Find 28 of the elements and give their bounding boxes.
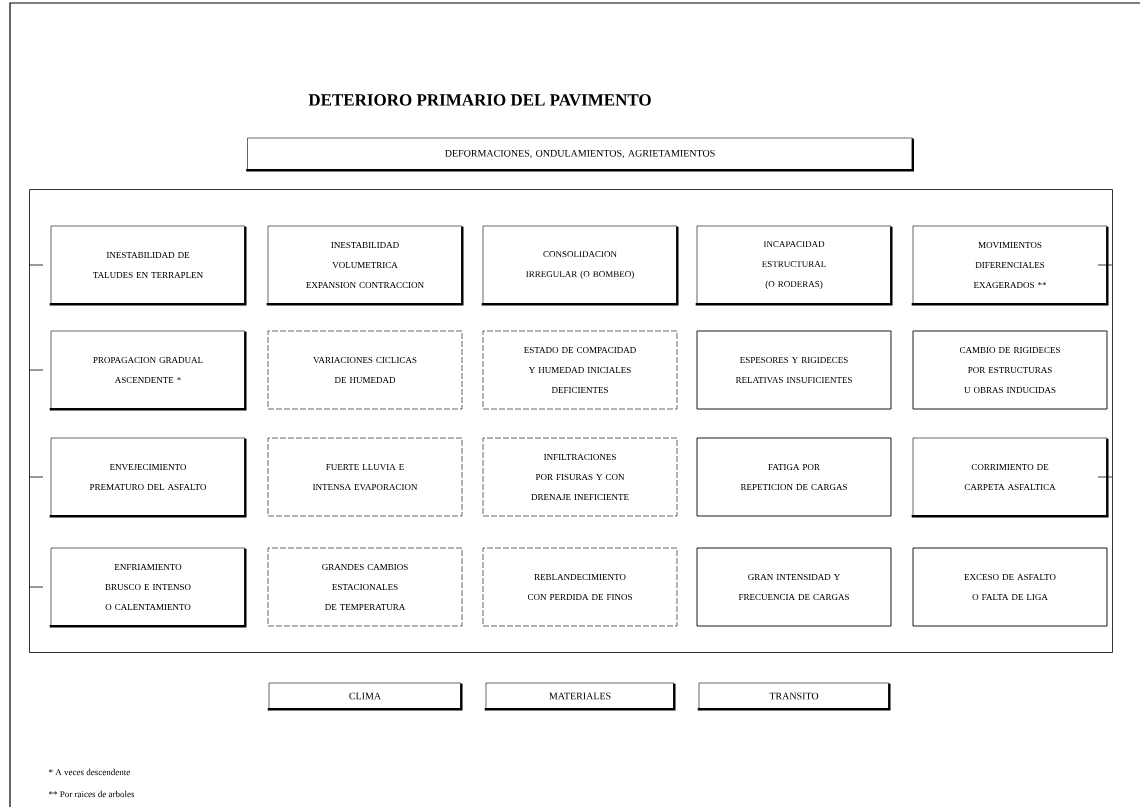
cause-box: INESTABILIDAD DE TALUDES EN TERRAPLEN	[49, 225, 247, 306]
cause-box: ESTADO DE COMPACIDAD Y HUMEDAD INICIALES DEFICIENTES	[482, 330, 678, 410]
cause-box: REBLANDECIMIENTO CON PERDIDA DE FINOS	[482, 547, 678, 627]
cause-box: EXCESO DE ASFALTO O FALTA DE LIGA	[912, 547, 1108, 627]
cause-box: INFILTRACIONES POR FISURAS Y CON DRENAJE INEFICIENTE	[482, 437, 678, 517]
cause-box: MOVIMIENTOS DIFERENCIALES EXAGERADOS **	[911, 225, 1109, 306]
cause-box: FATIGA POR REPETICION DE CARGAS	[696, 437, 892, 517]
cause-box: GRAN INTENSIDAD Y FRECUENCIA DE CARGAS	[696, 547, 892, 627]
group-frame	[29, 189, 1113, 653]
cause-box: GRANDES CAMBIOS ESTACIONALES DE TEMPERATURA	[267, 547, 463, 627]
cause-box: CORRIMIENTO DE CARPETA ASFALTICA	[911, 437, 1109, 518]
cause-box: VARIACIONES CICLICAS DE HUMEDAD	[267, 330, 463, 410]
cause-box: INCAPACIDAD ESTRUCTURAL (O RODERAS)	[695, 225, 893, 306]
cause-box: ENVEJECIMIENTO PREMATURO DEL ASFALTO	[49, 437, 247, 518]
cause-box: ENFRIAMIENTO BRUSCO E INTENSO O CALENTAMIENTO	[49, 547, 247, 628]
cause-box: CAMBIO DE RIGIDECES POR ESTRUCTURAS U OBRAS INDUCIDAS	[912, 330, 1108, 410]
footnote: ** Por raices de arboles	[49, 790, 135, 798]
heading-box: TRANSITO	[697, 682, 891, 711]
heading-box: MATERIALES	[484, 682, 676, 711]
cause-box: CONSOLIDACION IRREGULAR (O BOMBEO)	[481, 225, 679, 306]
heading-box: DEFORMACIONES, ONDULAMIENTOS, AGRIETAMIENTOS	[246, 137, 914, 172]
cause-box: INESTABILIDAD VOLUMETRICA EXPANSION CONTRACCION	[266, 225, 464, 306]
footnote: * A veces descendente	[49, 768, 130, 776]
cause-box: ESPESORES Y RIGIDECES RELATIVAS INSUFICIENTES	[696, 330, 892, 410]
cause-box: FUERTE LLUVIA E INTENSA EVAPORACION	[267, 437, 463, 517]
cause-box: PROPAGACION GRADUAL ASCENDENTE *	[49, 330, 247, 411]
heading-box: CLIMA	[267, 682, 463, 711]
title: DETERIORO PRIMARIO DEL PAVIMENTO	[308, 94, 651, 106]
